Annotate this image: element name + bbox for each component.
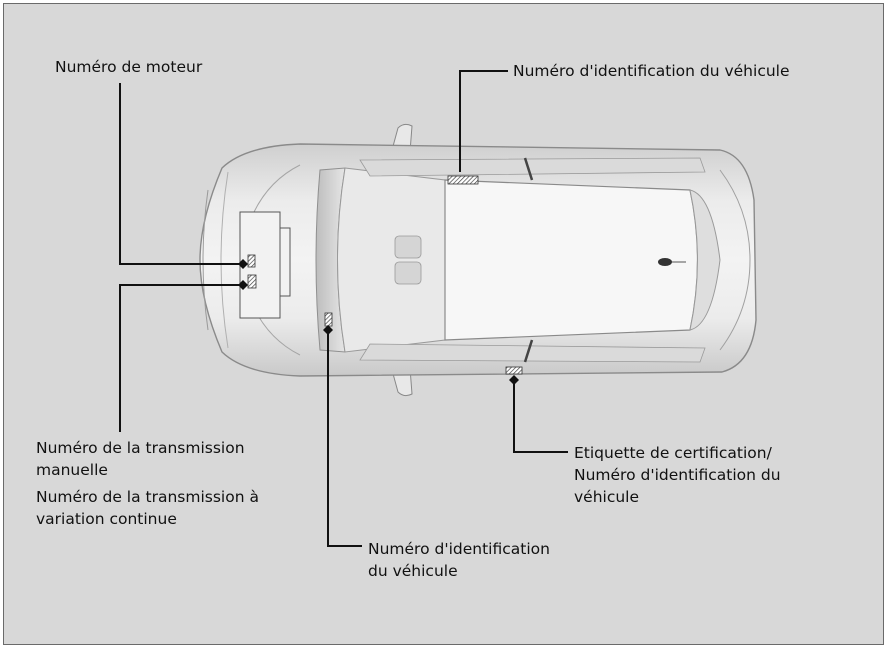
leader-line-vin-top (459, 70, 508, 172)
label-transmission-cvt: Numéro de la transmission à variation co… (36, 488, 259, 528)
leader-line-transmission (119, 284, 243, 432)
hatched-plate-icon (324, 312, 333, 327)
leader-line-engine (119, 83, 243, 265)
leader-line-vin-windshield (327, 330, 362, 547)
label-cert-label: Etiquette de certification/ Numéro d'ide… (574, 444, 781, 506)
hatched-plate-icon (447, 175, 479, 185)
diamond-pointer-icon (238, 280, 248, 290)
car-top-view-icon (199, 123, 757, 397)
label-vin-windshield: Numéro d'identification du véhicule (368, 540, 550, 580)
label-vin-top: Numéro d'identification du véhicule (513, 62, 790, 80)
diamond-pointer-icon (509, 375, 519, 385)
diamond-pointer-icon (238, 259, 248, 269)
label-engine-number: Numéro de moteur (55, 58, 203, 76)
hatched-plate-icon (247, 254, 256, 268)
leader-line-cert-label (513, 380, 568, 453)
label-transmission-manual: Numéro de la transmission manuelle (36, 439, 245, 479)
hatched-plate-icon (505, 366, 523, 375)
diamond-pointer-icon (323, 325, 333, 335)
hatched-plate-icon (247, 274, 257, 289)
